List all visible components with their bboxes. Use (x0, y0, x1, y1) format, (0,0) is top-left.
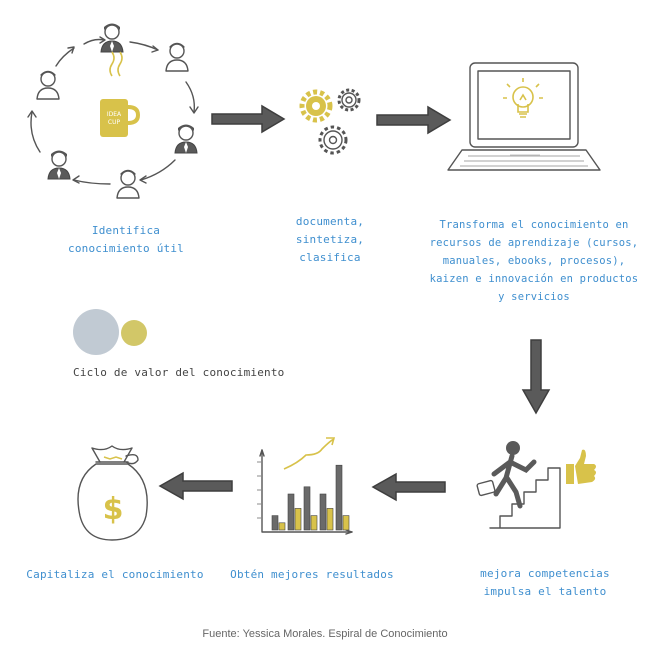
chart-bar (326, 508, 334, 531)
label-capitalize: Capitaliza el conocimiento (20, 566, 210, 584)
person-icon (47, 149, 71, 180)
label-line: impulsa el talento (483, 585, 607, 598)
label-line: Identifica (91, 224, 161, 237)
chart-bar (287, 493, 295, 531)
person-icon (174, 123, 198, 154)
label-line: manuales, ebooks, procesos), (442, 255, 626, 267)
label-line: Capitaliza el conocimiento (26, 568, 204, 581)
chart-bar (303, 486, 311, 531)
mug-text-line: CUP (108, 119, 121, 126)
label-line: clasifica (299, 251, 361, 264)
arrow-down-icon (521, 339, 551, 415)
legend-circle-gray (73, 309, 119, 355)
person-icon (36, 70, 60, 100)
arrow-right-icon (376, 105, 452, 135)
chart-bar (319, 493, 327, 531)
chart-bar (271, 515, 279, 531)
mug-text-line: IDEA (107, 111, 122, 118)
label-line: conocimiento útil (68, 242, 184, 255)
people-cycle (27, 36, 199, 185)
idea-cup-icon: IDEA CUP (100, 51, 141, 137)
label-line: Transforma el conocimiento en (439, 219, 629, 231)
money-bag-icon: $ (77, 445, 148, 541)
label-line: recursos de aprendizaje (cursos, (429, 237, 639, 249)
source-caption: Fuente: Yessica Morales. Espiral de Cono… (202, 628, 448, 640)
person-icon (116, 169, 140, 199)
legend-title: Ciclo de valor del conocimiento (73, 366, 285, 379)
legend-circle-gold (121, 320, 147, 346)
laptop-icon (447, 62, 601, 171)
thumbs-up-icon (566, 449, 596, 484)
person-icon (100, 22, 124, 53)
chart-bar (342, 515, 350, 531)
label-transform: Transforma el conocimiento en recursos d… (418, 216, 650, 306)
arrow-left-icon (371, 472, 446, 502)
dollar-icon: $ (103, 492, 124, 527)
gears-icon (299, 88, 361, 155)
chart-bar (294, 508, 302, 531)
arrow-left-icon (158, 471, 233, 501)
chart-bar (278, 522, 286, 531)
label-improve: mejora competencias impulsa el talento (460, 565, 630, 601)
chart-bar (310, 515, 318, 531)
label-line: y servicios (498, 291, 570, 303)
label-line: mejora competencias (480, 567, 610, 580)
chart-bar (335, 464, 343, 531)
lightbulb-icon (503, 78, 543, 118)
label-line: kaizen e innovación en productos (429, 273, 639, 285)
label-line: sintetiza, (295, 233, 365, 246)
bar-chart-icon (257, 437, 353, 535)
label-results: Obtén mejores resultados (222, 566, 402, 584)
stairs-climber-icon (476, 441, 561, 529)
label-line: documenta, (295, 215, 365, 228)
label-line: Obtén mejores resultados (230, 568, 394, 581)
label-identify: Identifica conocimiento útil (56, 222, 196, 258)
arrow-right-icon (211, 104, 286, 134)
person-icon (165, 42, 189, 72)
label-document: documenta, sintetiza, clasifica (270, 213, 390, 267)
